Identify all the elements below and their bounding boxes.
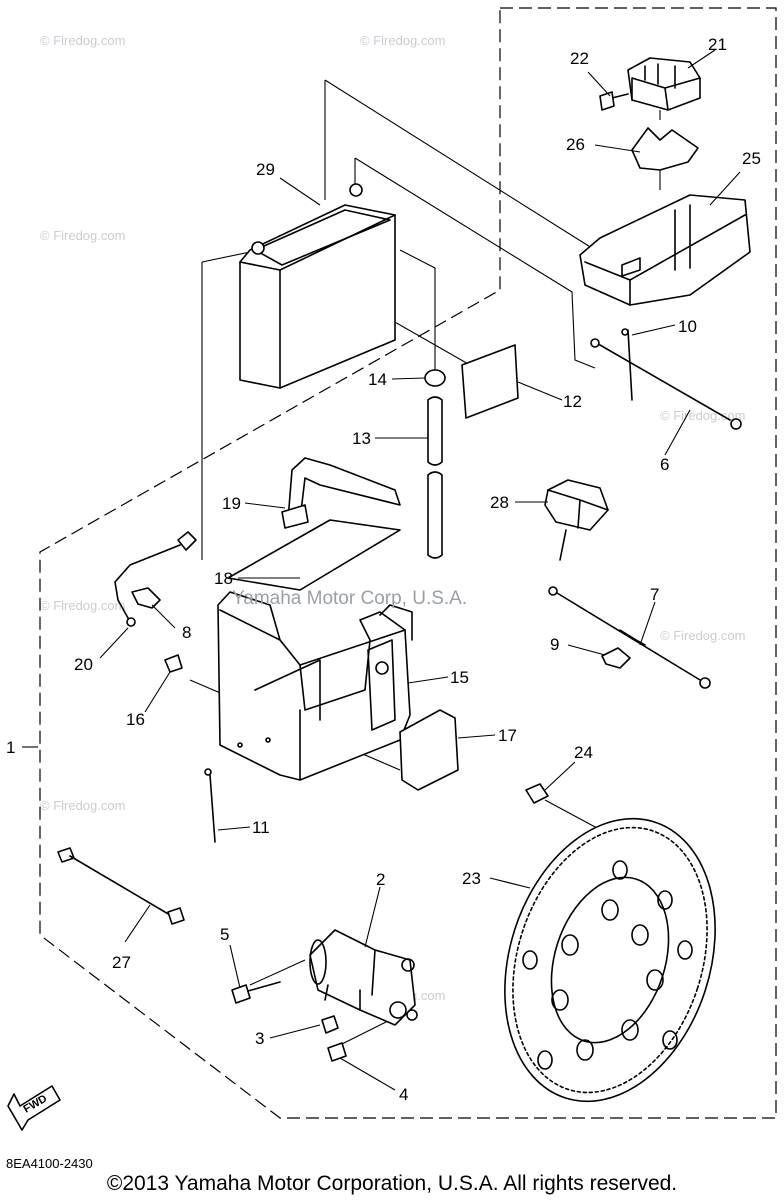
site-watermark: © Firedog.com [40,33,125,48]
callout-29: 29 [256,160,275,179]
motor-bolt-long [231,984,251,1004]
callout-11: 11 [252,818,270,837]
callout-6: 6 [660,455,669,474]
battery-lead-negative [590,328,742,430]
battery-sheet [227,519,401,591]
assembly-boundary [39,7,777,1119]
site-watermark: © Firedog.com [40,598,125,613]
callout-20: 20 [74,655,93,674]
callout-1: 1 [6,738,15,757]
callout-5: 5 [220,925,229,944]
callout-13: 13 [352,429,371,448]
battery-pad [461,344,519,419]
assembly-line [324,79,596,251]
side-plate [399,709,459,791]
callout-17: 17 [498,726,517,745]
callout-3: 3 [255,1029,264,1048]
callout-27: 27 [112,953,131,972]
relay-bolt [599,91,629,111]
callout-12: 12 [563,392,582,411]
assembly-line [249,959,306,986]
callout-18: 18 [214,569,233,588]
callout-24: 24 [574,743,593,762]
callout-26: 26 [566,135,585,154]
battery [239,183,396,389]
site-watermark: © Firedog.com [360,33,445,48]
callout-7: 7 [650,585,659,604]
callout-4: 4 [399,1085,408,1104]
battery-case [217,591,413,781]
assembly-line [201,251,251,263]
nut [321,1015,339,1034]
diagram-code: 8EA4100-2430 [6,1156,93,1171]
callout-16: 16 [126,710,145,729]
battery-band [281,457,401,529]
assembly-line [354,157,596,369]
callout-14: 14 [368,370,387,389]
callout-15: 15 [450,668,469,687]
leader-lines [22,49,741,1091]
stay-rod [204,768,216,843]
callout-9: 9 [550,635,559,654]
cable-clamp [601,647,631,669]
case-bolt [164,654,183,673]
callout-28: 28 [490,493,509,512]
callout-10: 10 [678,317,697,336]
site-watermark: © Firedog.com [660,408,745,423]
starter-lead [114,531,197,627]
lead-wire [57,847,185,925]
starter-motor [309,929,418,1026]
callout-25: 25 [742,149,761,168]
callouts: 1 2 3 4 5 6 7 8 9 10 11 12 13 14 15 16 1… [6,35,761,1104]
site-watermark: © Firedog.com [40,798,125,813]
site-watermark: © Firedog.com [40,228,125,243]
copyright-notice: ©2013 Yamaha Motor Corporation, U.S.A. A… [106,1172,678,1195]
yamaha-watermark: Yamaha Motor Corp, U.S.A. [232,588,467,609]
hose-clamp [424,369,446,387]
callout-22: 22 [570,49,589,68]
callout-8: 8 [182,623,191,642]
lead-clamp [131,587,161,609]
coupler [544,479,609,561]
disc-bolt [525,783,549,804]
relay-bracket [631,127,699,171]
fuse-box-cover [579,194,751,306]
assembly-line [399,249,436,370]
site-watermark: © Firedog.com [660,628,745,643]
breather-hose [427,396,443,559]
starter-disc [504,817,716,1103]
forward-arrow-icon: FWD [7,1085,61,1131]
callout-2: 2 [376,870,385,889]
callout-19: 19 [222,494,241,513]
callout-23: 23 [462,869,481,888]
motor-bolt [327,1042,347,1062]
starter-relay [627,57,701,111]
callout-21: 21 [708,35,727,54]
